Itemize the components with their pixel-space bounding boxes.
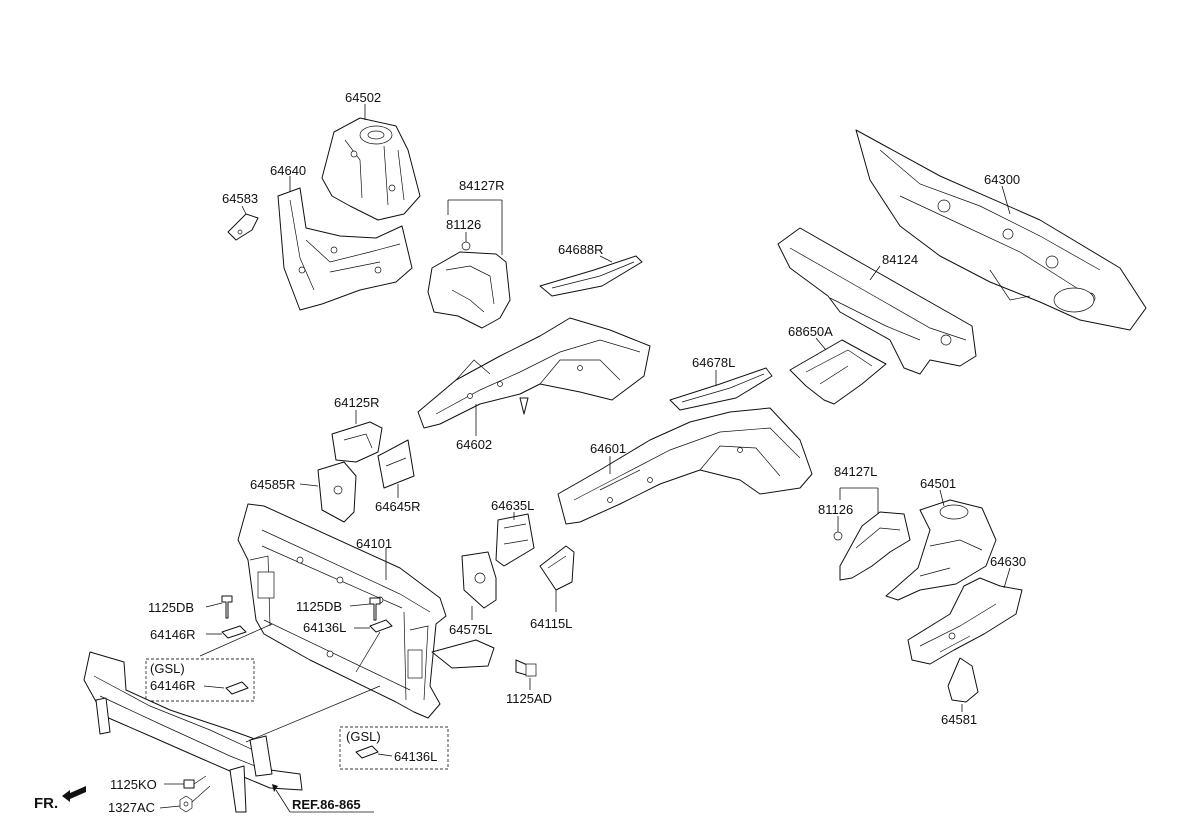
label-64146R-a: 64146R <box>150 627 196 642</box>
part-64136L-a[interactable] <box>369 619 393 633</box>
label-64501: 64501 <box>920 476 956 491</box>
label-1125KO: 1125KO <box>110 777 157 792</box>
part-64575L[interactable] <box>461 551 497 609</box>
part-64146R-b[interactable] <box>225 681 249 695</box>
part-84127R[interactable] <box>427 251 511 329</box>
ref-callout[interactable]: REF.86-865 <box>272 784 374 813</box>
part-81126-clip-b[interactable] <box>833 531 843 541</box>
part-64300[interactable] <box>855 129 1147 331</box>
part-64688R[interactable] <box>539 255 643 297</box>
label-84127R: 84127R <box>459 178 505 193</box>
label-64502: 64502 <box>345 90 381 105</box>
label-64630: 64630 <box>990 554 1026 569</box>
label-gsl-2: (GSL) <box>346 729 381 744</box>
part-64585R[interactable] <box>317 461 357 523</box>
label-64678L: 64678L <box>692 355 735 370</box>
label-64136L-a: 64136L <box>303 620 346 635</box>
label-64146R-b: 64146R <box>150 678 196 693</box>
label-64125R: 64125R <box>334 395 380 410</box>
label-64585R: 64585R <box>250 477 296 492</box>
label-64640: 64640 <box>270 163 306 178</box>
part-1125DB-bolt-b[interactable] <box>369 597 381 621</box>
front-arrow-icon <box>62 786 86 802</box>
label-1125DB-b: 1125DB <box>296 599 342 614</box>
part-64602[interactable] <box>417 317 651 429</box>
label-64300: 64300 <box>984 172 1020 187</box>
label-64101: 64101 <box>356 536 392 551</box>
part-64601[interactable] <box>557 407 813 525</box>
label-gsl-1: (GSL) <box>150 661 185 676</box>
label-ref: REF.86-865 <box>292 797 361 812</box>
label-1327AC: 1327AC <box>108 800 155 815</box>
part-64501[interactable] <box>885 499 997 601</box>
part-64101[interactable] <box>237 503 495 719</box>
part-64583[interactable] <box>227 213 259 241</box>
part-1125DB-bolt-a[interactable] <box>221 595 233 619</box>
label-68650A: 68650A <box>788 324 833 339</box>
part-1125AD-bolt[interactable] <box>515 659 537 677</box>
part-64678L[interactable] <box>669 367 773 411</box>
label-64601: 64601 <box>590 441 626 456</box>
part-1327AC-nut[interactable] <box>179 795 193 813</box>
label-64635L: 64635L <box>491 498 534 513</box>
label-fr: FR. <box>34 795 58 812</box>
label-64688R: 64688R <box>558 242 604 257</box>
label-84124: 84124 <box>882 252 918 267</box>
label-1125AD: 1125AD <box>506 691 552 706</box>
part-68650A[interactable] <box>789 339 887 405</box>
label-84127L: 84127L <box>834 464 877 479</box>
part-64581[interactable] <box>947 657 979 703</box>
label-81126-a: 81126 <box>446 217 481 232</box>
label-64645R: 64645R <box>375 499 421 514</box>
part-bumper-beam[interactable] <box>83 651 303 813</box>
label-64602: 64602 <box>456 437 492 452</box>
part-64645R[interactable] <box>377 439 415 489</box>
label-64583: 64583 <box>222 191 258 206</box>
part-64125R[interactable] <box>331 421 383 463</box>
label-64581: 64581 <box>941 712 977 727</box>
label-1125DB-a: 1125DB <box>148 600 194 615</box>
front-direction-indicator: FR. <box>34 786 86 812</box>
label-64115L: 64115L <box>530 616 572 631</box>
part-84127L[interactable] <box>839 511 911 581</box>
part-64146R-a[interactable] <box>221 625 247 639</box>
label-64136L-b: 64136L <box>394 749 437 764</box>
label-64575L: 64575L <box>449 622 492 637</box>
part-64115L[interactable] <box>539 545 575 591</box>
part-64630[interactable] <box>907 577 1023 665</box>
part-64635L[interactable] <box>495 513 535 567</box>
part-1125KO-bolt[interactable] <box>183 775 207 789</box>
part-64640[interactable] <box>277 187 413 311</box>
part-64502[interactable] <box>321 117 421 221</box>
part-81126-clip-a[interactable] <box>461 241 471 251</box>
label-81126-b: 81126 <box>818 502 853 517</box>
part-84124[interactable] <box>777 227 977 375</box>
part-64136L-b[interactable] <box>355 745 379 759</box>
